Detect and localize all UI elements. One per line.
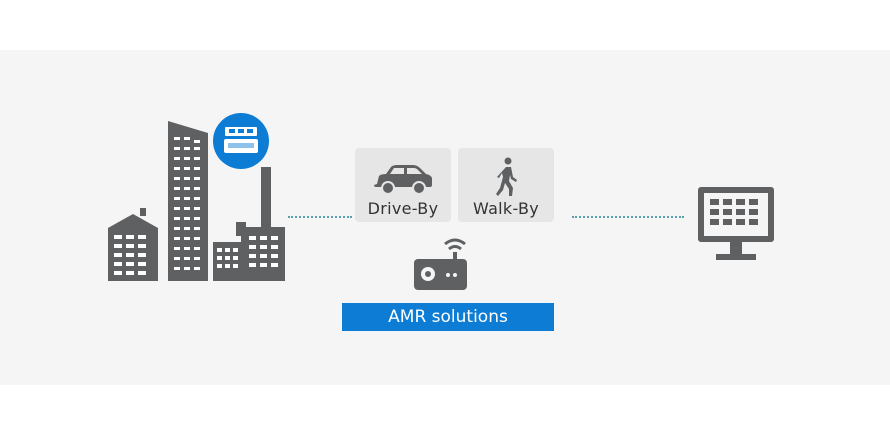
walk-by-card: Walk-By	[458, 148, 554, 222]
walking-person-icon	[496, 157, 517, 196]
connector-line-right	[572, 216, 684, 218]
amr-solutions-banner: AMR solutions	[342, 303, 554, 331]
factory-windows	[217, 236, 278, 268]
car-icon	[374, 165, 432, 195]
tower-windows	[174, 137, 200, 270]
walk-by-label: Walk-By	[472, 199, 540, 218]
drive-by-card: Drive-By	[355, 148, 451, 222]
connector-line-left	[288, 216, 352, 218]
drive-by-label: Drive-By	[367, 199, 439, 218]
left-building-windows	[114, 235, 146, 275]
